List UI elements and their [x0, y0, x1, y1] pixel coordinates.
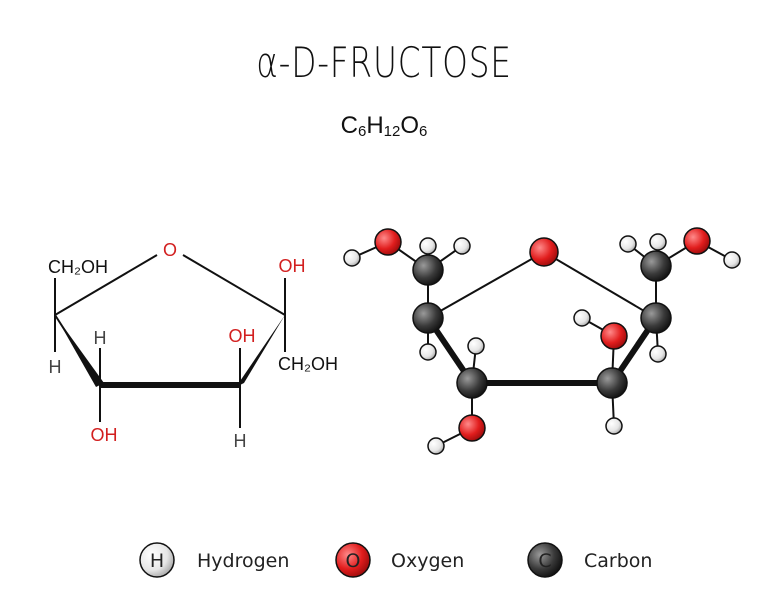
hydrogen-legend-symbol: H	[150, 550, 164, 572]
ring-bond-o-right	[182, 254, 286, 316]
oxygen-atom	[529, 237, 559, 267]
molecular-formula: C6H12O6	[0, 112, 768, 140]
ring-bond-o-left	[54, 254, 158, 316]
oxygen-atom	[374, 228, 402, 256]
oxygen-legend-label: Oxygen	[391, 550, 464, 572]
hydrogen-atom	[649, 345, 667, 363]
carbon-legend-label: Carbon	[584, 550, 652, 572]
bond	[543, 251, 657, 319]
hydrogen-legend-label: Hydrogen	[197, 550, 289, 572]
carbon-atom	[412, 302, 444, 334]
legend: H Hydrogen O Oxygen C Carbon	[139, 542, 652, 578]
top-right-oh-label: OH	[279, 256, 306, 276]
formula-o: O	[400, 112, 420, 139]
ball-and-stick-model	[343, 227, 741, 455]
left-h-label: H	[49, 357, 62, 377]
carbon-atom	[412, 254, 444, 286]
molecule-title: α-D-FRUCTOSE	[256, 38, 512, 87]
oxygen-atom	[458, 414, 486, 442]
legend-item-oxygen: O Oxygen	[335, 542, 464, 578]
carbon-atom	[596, 367, 628, 399]
hydrogen-atom	[467, 337, 485, 355]
model-atoms	[343, 227, 741, 455]
formula-c-count: 6	[357, 123, 367, 140]
carbon-legend-ball	[527, 542, 563, 578]
formula-o-count: 6	[419, 123, 428, 140]
bond	[427, 251, 545, 319]
ring-bond-left-wedge	[55, 315, 104, 387]
carbon-atom	[640, 250, 672, 282]
carbon-atom	[640, 302, 672, 334]
hydrogen-atom	[419, 343, 437, 361]
hydrogen-atom	[649, 233, 667, 251]
hydrogen-atom	[723, 251, 741, 269]
hydrogen-legend-ball	[139, 542, 175, 578]
formula-h: H	[366, 112, 384, 139]
bottom-h-label: H	[234, 431, 247, 451]
hydrogen-atom	[573, 309, 591, 327]
ring-oxygen-label: O	[163, 240, 177, 260]
ring-bond-right-wedge	[236, 315, 285, 387]
oxygen-atom	[600, 322, 628, 350]
haworth-structure	[54, 254, 286, 428]
bottom-oh-label: OH	[91, 425, 118, 445]
carbon-legend-symbol: C	[538, 550, 551, 572]
inner-h-label: H	[94, 328, 107, 348]
hydrogen-atom	[419, 237, 437, 255]
oxygen-legend-symbol: O	[346, 550, 361, 572]
legend-item-hydrogen: H Hydrogen	[139, 542, 289, 578]
formula-c: C	[340, 112, 358, 139]
haworth-labels: O CH₂OH OH CH₂OH OH H H OH H	[48, 240, 338, 451]
hydrogen-atom	[605, 417, 623, 435]
hydrogen-atom	[619, 235, 637, 253]
right-ch2oh-label: CH₂OH	[278, 354, 338, 374]
right-oh-label: OH	[229, 326, 256, 346]
hydrogen-atom	[427, 437, 445, 455]
hydrogen-atom	[453, 237, 471, 255]
oxygen-legend-ball	[335, 542, 371, 578]
carbon-atom	[456, 367, 488, 399]
top-left-ch2oh-label: CH₂OH	[48, 257, 108, 277]
oxygen-atom	[683, 227, 711, 255]
formula-h-count: 12	[383, 123, 401, 140]
legend-item-carbon: C Carbon	[527, 542, 652, 578]
model-bonds	[351, 240, 733, 447]
hydrogen-atom	[343, 249, 361, 267]
